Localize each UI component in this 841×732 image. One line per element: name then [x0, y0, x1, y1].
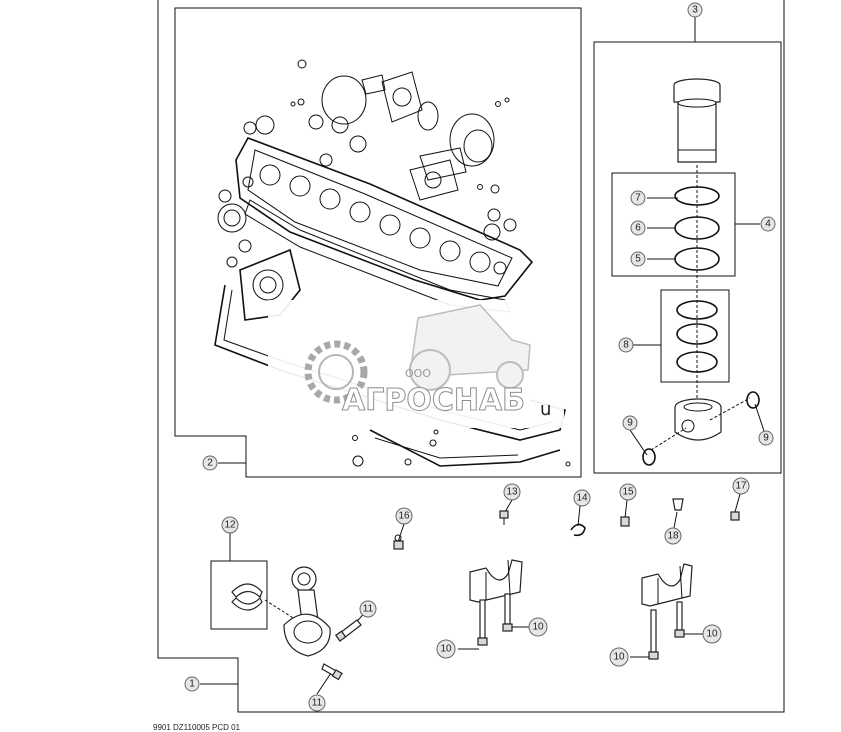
callout-11-upper: 11: [359, 600, 377, 618]
outer-frame: [157, 0, 785, 713]
callout-6: 6: [630, 220, 646, 236]
svg-text:6: 6: [635, 223, 641, 234]
svg-text:11: 11: [312, 698, 323, 709]
svg-text:9: 9: [627, 418, 633, 429]
cylinder-liner: [673, 78, 721, 163]
piston-rings: [676, 300, 718, 373]
rod-bearing-shells: [231, 583, 263, 611]
snap-ring-right: [746, 391, 760, 409]
svg-text:16: 16: [398, 511, 410, 522]
watermark-suffix: u: [540, 399, 551, 420]
callout-7: 7: [630, 190, 646, 206]
svg-text:7: 7: [635, 193, 641, 204]
seal-ring-frame: [611, 172, 736, 277]
callout-18: 18: [664, 527, 682, 545]
bolt-13: [499, 510, 509, 525]
svg-text:3: 3: [692, 5, 698, 16]
svg-text:2: 2: [207, 458, 213, 469]
sleeve-18: [672, 498, 684, 511]
piston: [674, 398, 722, 441]
svg-text:5: 5: [635, 254, 641, 265]
callout-2: 2: [202, 455, 218, 471]
svg-text:4: 4: [765, 219, 771, 230]
svg-text:11: 11: [363, 604, 374, 615]
callout-1: 1: [184, 676, 200, 692]
clip-14: [570, 523, 586, 537]
snap-ring-left: [642, 448, 656, 466]
svg-text:15: 15: [622, 487, 634, 498]
rod-bolt-lower: [321, 663, 343, 681]
svg-text:10: 10: [532, 622, 544, 633]
main-bearing-cap-left: [469, 559, 523, 646]
callout-11-lower: 11: [308, 694, 326, 712]
callout-16: 16: [395, 507, 413, 525]
watermark: ООО АГРОСНАБ u: [268, 300, 564, 428]
callout-8: 8: [618, 337, 634, 353]
callout-15: 15: [619, 483, 637, 501]
rod-bolt-upper: [334, 619, 362, 642]
svg-text:17: 17: [735, 481, 747, 492]
svg-text:10: 10: [440, 644, 452, 655]
gasket-kit-frame: [174, 7, 582, 478]
footer-code: 9901 DZ110005 PCD 01: [153, 723, 241, 732]
svg-text:9: 9: [763, 433, 769, 444]
callout-14: 14: [573, 489, 591, 507]
watermark-prefix: ООО: [405, 367, 431, 380]
callout-12: 12: [221, 516, 239, 534]
connecting-rod: [283, 566, 331, 657]
callout-4: 4: [760, 216, 776, 232]
svg-text:10: 10: [706, 629, 718, 640]
main-bearing-cap-right: [641, 563, 693, 660]
watermark-company: АГРОСНАБ: [342, 383, 525, 418]
callout-3: 3: [687, 2, 703, 18]
svg-text:10: 10: [613, 652, 625, 663]
callout-10-right-upper: 10: [702, 624, 722, 644]
callout-17: 17: [732, 477, 750, 495]
liner-seal-rings: [674, 186, 720, 271]
callout-9-right: 9: [758, 430, 774, 446]
sensor-16: [393, 534, 404, 550]
svg-text:14: 14: [576, 493, 588, 504]
callout-10-left-upper: 10: [528, 617, 548, 637]
callout-10-right-lower: 10: [609, 647, 629, 667]
fitting-17: [730, 511, 740, 521]
svg-text:8: 8: [623, 340, 629, 351]
callout-10-left-lower: 10: [436, 639, 456, 659]
callout-13: 13: [503, 483, 521, 501]
fitting-15: [620, 516, 630, 527]
callout-9-left: 9: [622, 415, 638, 431]
piston-ring-frame: [660, 289, 730, 383]
svg-text:13: 13: [506, 487, 518, 498]
liner-kit-frame: [593, 41, 782, 474]
bearing-frame: [210, 560, 268, 630]
svg-text:18: 18: [667, 531, 679, 542]
svg-text:1: 1: [189, 679, 195, 690]
piston-pin-axis: [650, 397, 751, 451]
svg-text:12: 12: [224, 520, 236, 531]
callout-5: 5: [630, 251, 646, 267]
